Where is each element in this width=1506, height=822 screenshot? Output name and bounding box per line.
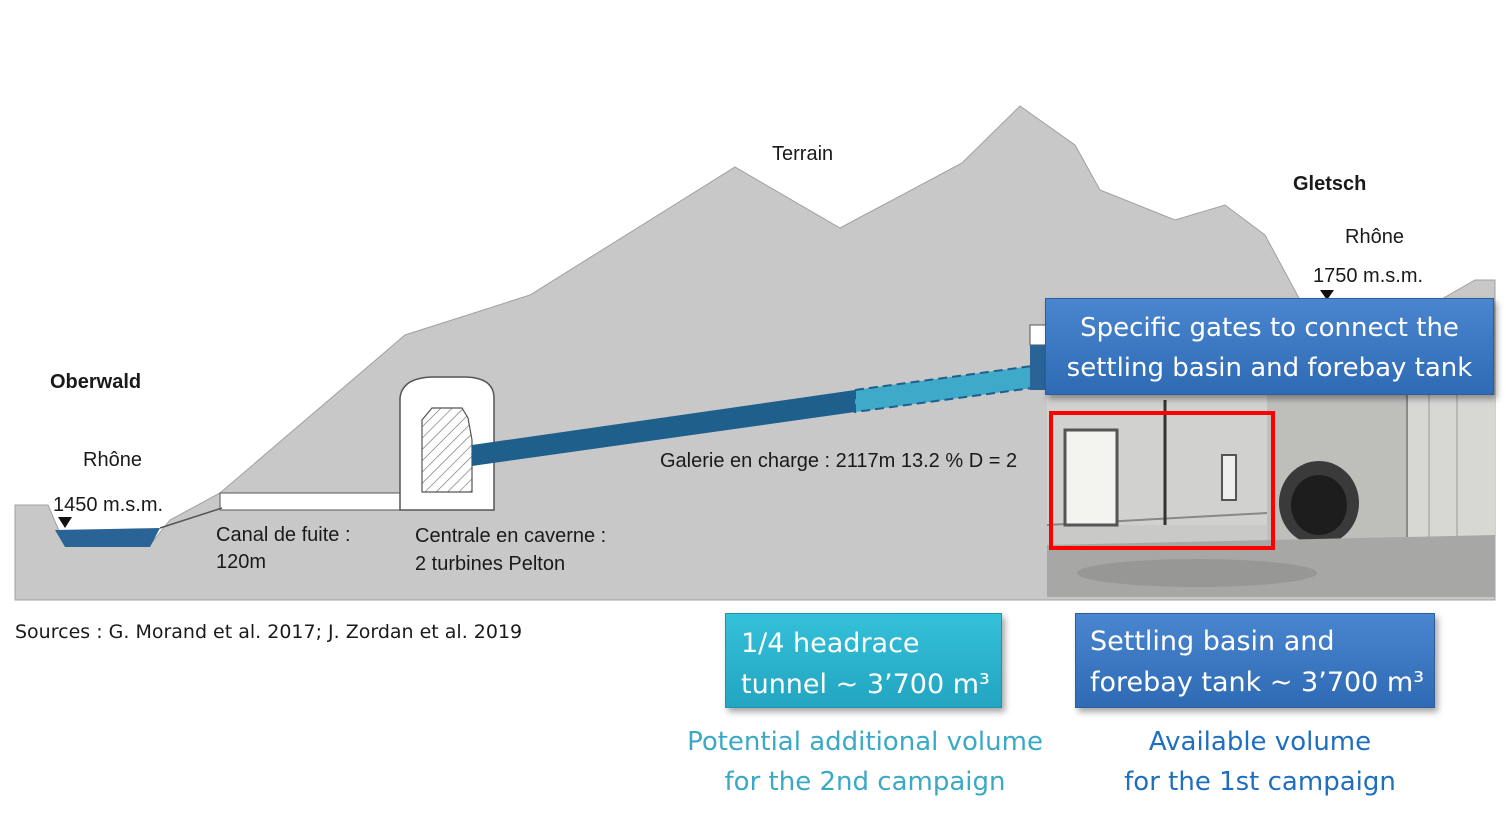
canal-label-line2: 120m bbox=[216, 551, 267, 573]
settling-callout-line2: forebay tank ~ 3’700 m³ bbox=[1090, 667, 1425, 698]
tailrace-canal bbox=[219, 492, 401, 511]
settling-callout-line1: Settling basin and bbox=[1090, 626, 1335, 657]
terrain-label: Terrain bbox=[772, 143, 834, 165]
headrace-tunnel bbox=[472, 390, 855, 466]
centrale-label-line1: Centrale en caverne : bbox=[415, 525, 607, 547]
centrale-label-line2: 2 turbines Pelton bbox=[415, 553, 566, 575]
gates-callout: Specific gates to connect the settling b… bbox=[1045, 298, 1494, 395]
gletsch-label: Gletsch bbox=[1293, 173, 1367, 195]
potential-caption-line1: Potential additional volume bbox=[687, 727, 1043, 757]
sources-note: Sources : G. Morand et al. 2017; J. Zord… bbox=[15, 621, 523, 643]
potential-caption-line2: for the 2nd campaign bbox=[724, 767, 1006, 797]
river-water-left bbox=[55, 528, 160, 547]
water-level-marker-right bbox=[1320, 290, 1334, 300]
elevation-left-label: 1450 m.s.m. bbox=[53, 494, 164, 516]
gates-highlight-frame bbox=[1049, 411, 1275, 550]
water-level-marker-left bbox=[58, 517, 72, 528]
available-caption-line1: Available volume bbox=[1148, 727, 1372, 757]
headrace-callout-line2: tunnel ~ 3’700 m³ bbox=[741, 669, 990, 700]
available-volume-caption: Available volume for the 1st campaign bbox=[1080, 722, 1440, 802]
settling-basin-photo bbox=[1047, 395, 1495, 597]
galerie-label: Galerie en charge : 2117m 13.2 % D = 2 bbox=[660, 450, 1018, 472]
headrace-volume-callout: 1/4 headrace tunnel ~ 3’700 m³ bbox=[725, 613, 1002, 708]
headrace-callout-line1: 1/4 headrace bbox=[741, 628, 920, 659]
rhone-right-label: Rhône bbox=[1345, 226, 1404, 248]
turbine-hall bbox=[421, 407, 473, 493]
tailrace-slope bbox=[159, 507, 223, 529]
rhone-left-label: Rhône bbox=[83, 449, 142, 471]
settling-volume-callout: Settling basin and forebay tank ~ 3’700 … bbox=[1075, 613, 1435, 708]
elevation-right-label: 1750 m.s.m. bbox=[1313, 265, 1424, 287]
canal-label-line1: Canal de fuite : bbox=[216, 524, 351, 546]
oberwald-label: Oberwald bbox=[50, 371, 142, 393]
gates-callout-line1: Specific gates to connect the bbox=[1080, 313, 1459, 343]
available-caption-line2: for the 1st campaign bbox=[1124, 767, 1396, 797]
potential-volume-caption: Potential additional volume for the 2nd … bbox=[660, 722, 1070, 802]
gates-callout-line2: settling basin and forebay tank bbox=[1066, 353, 1473, 383]
